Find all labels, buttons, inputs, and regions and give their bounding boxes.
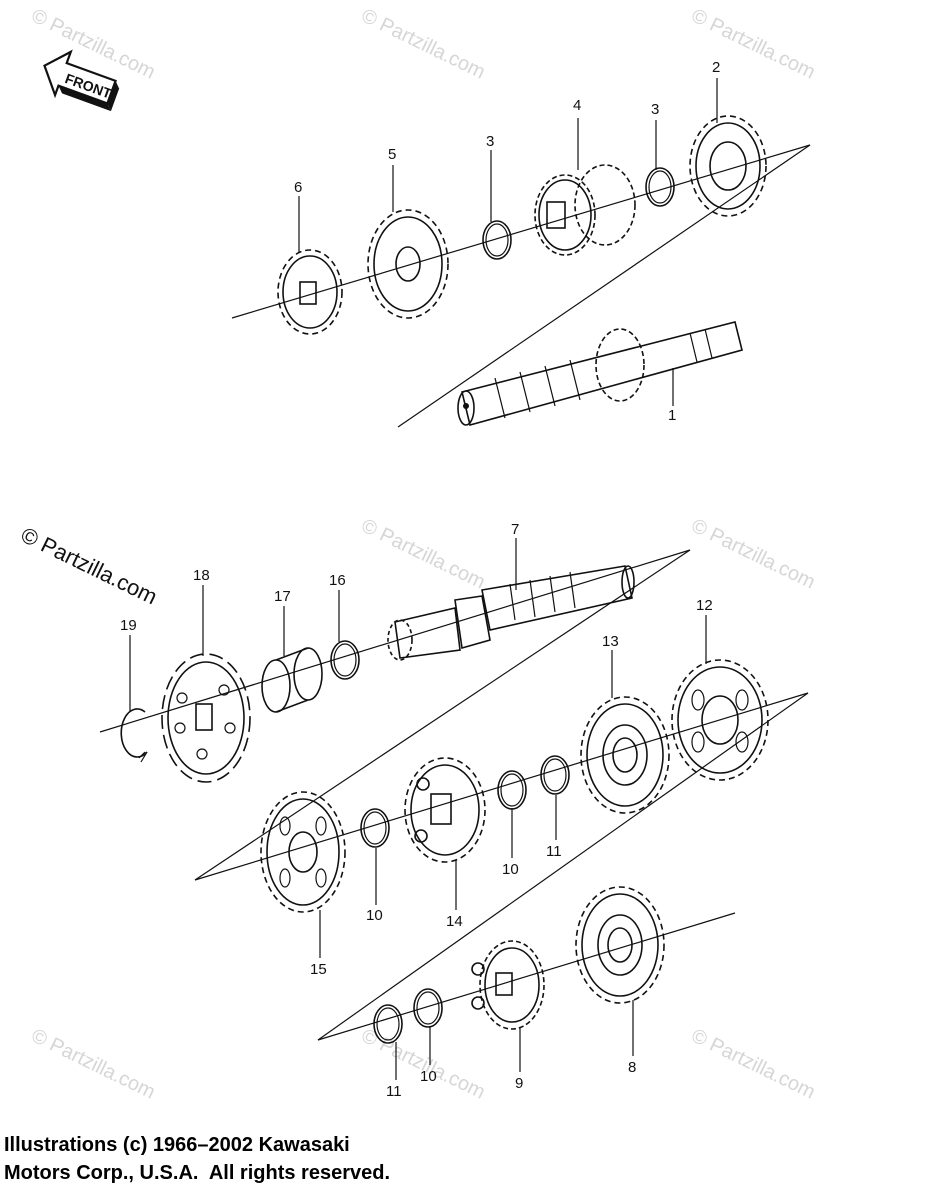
circlip-part-19 xyxy=(120,708,148,763)
callout-17: 17 xyxy=(274,588,291,605)
watermark: © Partzilla.com xyxy=(688,1025,819,1104)
watermark: © Partzilla.com xyxy=(358,5,489,84)
callout-12: 12 xyxy=(696,597,713,614)
shaft-part-7 xyxy=(387,565,635,661)
callout-15: 15 xyxy=(310,961,327,978)
watermark: © Partzilla.com xyxy=(358,515,489,594)
circlip-part-10a xyxy=(497,770,527,810)
callout-3: 3 xyxy=(651,101,659,118)
callout-1: 1 xyxy=(668,407,676,424)
top-assembly xyxy=(231,78,811,428)
callout-4: 4 xyxy=(573,97,581,114)
gear-part-13 xyxy=(580,696,670,814)
callout-11: 11 xyxy=(546,843,562,860)
sprocket-part-18 xyxy=(161,653,251,783)
gear-part-5 xyxy=(367,209,449,319)
watermark: © Partzilla.com xyxy=(688,5,819,84)
watermark-group: © Partzilla.com © Partzilla.com © Partzi… xyxy=(28,5,819,1104)
callout-7: 7 xyxy=(511,521,519,538)
callout-16: 16 xyxy=(329,572,346,589)
callout-6: 6 xyxy=(294,179,302,196)
gear-part-4 xyxy=(534,164,636,256)
callout-19: 19 xyxy=(120,617,137,634)
washer-part-11a xyxy=(540,755,570,795)
callout-10: 10 xyxy=(420,1068,437,1085)
gear-part-14 xyxy=(404,757,486,863)
watermark: © Partzilla.com xyxy=(688,515,819,594)
credit-line-2: Motors Corp., U.S.A. All rights reserved… xyxy=(4,1162,390,1184)
callout-13: 13 xyxy=(602,633,619,650)
gear-part-15 xyxy=(260,791,346,913)
callout-3: 3 xyxy=(486,133,494,150)
shaft-part-1 xyxy=(457,321,743,426)
callout-11: 11 xyxy=(386,1083,402,1100)
callout-5: 5 xyxy=(388,146,396,163)
credit-line-1: Illustrations (c) 1966–2002 Kawasaki xyxy=(4,1134,350,1156)
callout-10: 10 xyxy=(502,861,519,878)
callout-18: 18 xyxy=(193,567,210,584)
gear-part-2 xyxy=(689,115,767,217)
callout-numbers: 1 2 3 4 3 5 6 7 18 17 16 19 12 13 11 10 … xyxy=(120,59,720,1100)
collar-part-17 xyxy=(261,647,323,713)
credit-text: Illustrations (c) 1966–2002 Kawasaki Mot… xyxy=(4,1131,390,1187)
gear-part-12 xyxy=(671,659,769,781)
circlip-part-3a xyxy=(482,220,512,260)
callout-8: 8 xyxy=(628,1059,636,1076)
callout-14: 14 xyxy=(446,913,463,930)
callout-2: 2 xyxy=(712,59,720,76)
bottom-assembly xyxy=(99,538,809,1080)
gear-part-9 xyxy=(471,940,545,1030)
callout-9: 9 xyxy=(515,1075,523,1092)
circlip-part-10c xyxy=(413,988,443,1028)
gear-part-8 xyxy=(575,886,665,1004)
callout-10: 10 xyxy=(366,907,383,924)
gear-part-6 xyxy=(277,249,343,335)
watermark: © Partzilla.com xyxy=(28,1025,159,1104)
